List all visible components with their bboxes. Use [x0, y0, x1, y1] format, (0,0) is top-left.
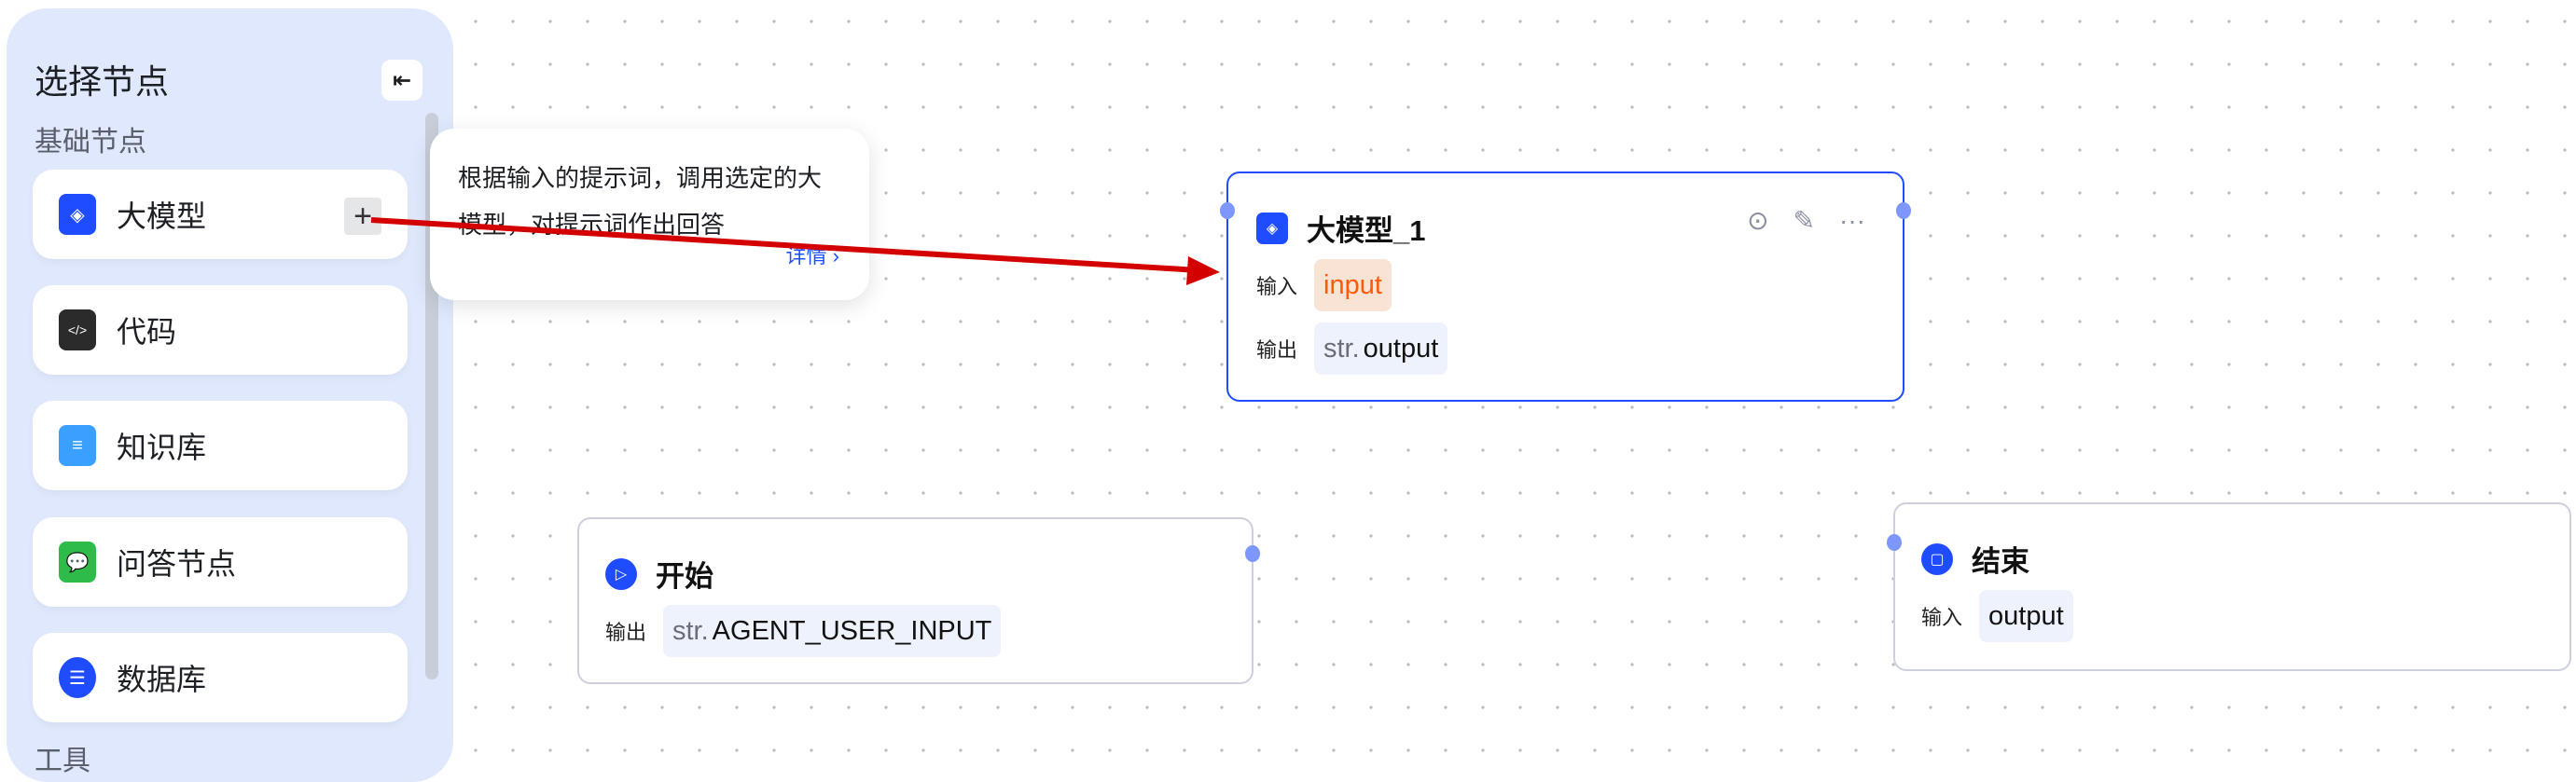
code-icon: </> [59, 309, 96, 350]
arrow-head [1186, 256, 1220, 285]
node-title: 开始 [656, 560, 713, 593]
play-icon: ▷ [605, 557, 637, 590]
variable-name: output [1363, 333, 1439, 364]
node-item-label: 知识库 [117, 431, 207, 464]
node-item-label: 问答节点 [117, 547, 237, 581]
input-port[interactable] [1887, 534, 1902, 551]
start-node[interactable]: ▷ 开始 输出 str.AGENT_USER_INPUT [577, 517, 1260, 684]
output-variable-tag: str.AGENT_USER_INPUT [663, 605, 1002, 657]
collapse-icon: ⇤ [392, 67, 412, 93]
sidebar-title: 选择节点 [35, 62, 170, 101]
arrow-line [370, 217, 1199, 273]
node-title: 大模型_1 [1307, 214, 1426, 247]
section-basic-nodes: 基础节点 [35, 127, 146, 158]
collapse-sidebar-button[interactable]: ⇤ [381, 60, 422, 101]
input-label: 输入 [1921, 606, 1963, 629]
more-icon[interactable]: ··· [1839, 205, 1865, 235]
output-port[interactable] [1245, 545, 1260, 562]
output-variable-tag: str.output [1314, 322, 1448, 375]
input-label: 输入 [1256, 275, 1298, 298]
node-description-tooltip: 根据输入的提示词，调用选定的大模型，对提示词作出回答 详情 › [430, 129, 869, 300]
knowledge-icon: ≡ [59, 425, 96, 466]
node-item-qa[interactable]: 💬 问答节点 [33, 517, 408, 607]
llm-icon: ◈ [59, 194, 96, 235]
llm-node[interactable]: ◈ 大模型_1 ⊙ ✎ ··· 输入 input 输出 str.output [1220, 171, 1911, 402]
output-port[interactable] [1896, 202, 1911, 219]
stop-icon: ▢ [1921, 542, 1953, 575]
node-item-label: 代码 [117, 315, 177, 349]
input-variable-tag: output [1979, 590, 2073, 642]
node-item-code[interactable]: </> 代码 [33, 285, 408, 375]
node-item-database[interactable]: ☰ 数据库 [33, 633, 408, 722]
drag-arrow-annotation [370, 217, 1220, 285]
type-prefix: str. [1323, 333, 1360, 364]
output-label: 输出 [605, 621, 647, 644]
variable-name: AGENT_USER_INPUT [712, 615, 992, 646]
add-node-button[interactable]: + [344, 198, 381, 235]
output-label: 输出 [1256, 338, 1298, 362]
llm-icon: ◈ [1256, 212, 1288, 244]
type-prefix: str. [672, 615, 709, 646]
node-picker-sidebar: 选择节点 ⇤ 基础节点 ◈ 大模型 + </> 代码 ≡ 知识库 💬 问答节点 … [7, 8, 453, 782]
input-port[interactable] [1220, 202, 1235, 219]
node-item-label: 大模型 [117, 199, 207, 233]
end-node[interactable]: ▢ 结束 输入 output [1887, 502, 2571, 671]
node-item-knowledge[interactable]: ≡ 知识库 [33, 401, 408, 490]
node-title: 结束 [1972, 545, 2029, 578]
qa-icon: 💬 [59, 542, 96, 583]
database-icon: ☰ [59, 657, 96, 698]
node-item-llm[interactable]: ◈ 大模型 + [33, 170, 408, 259]
tooltip-text: 根据输入的提示词，调用选定的大模型，对提示词作出回答 [458, 164, 823, 239]
run-icon[interactable]: ⊙ [1747, 206, 1769, 235]
node-item-label: 数据库 [117, 663, 207, 696]
edit-icon[interactable]: ✎ [1793, 206, 1816, 235]
input-variable-tag: input [1314, 259, 1392, 311]
